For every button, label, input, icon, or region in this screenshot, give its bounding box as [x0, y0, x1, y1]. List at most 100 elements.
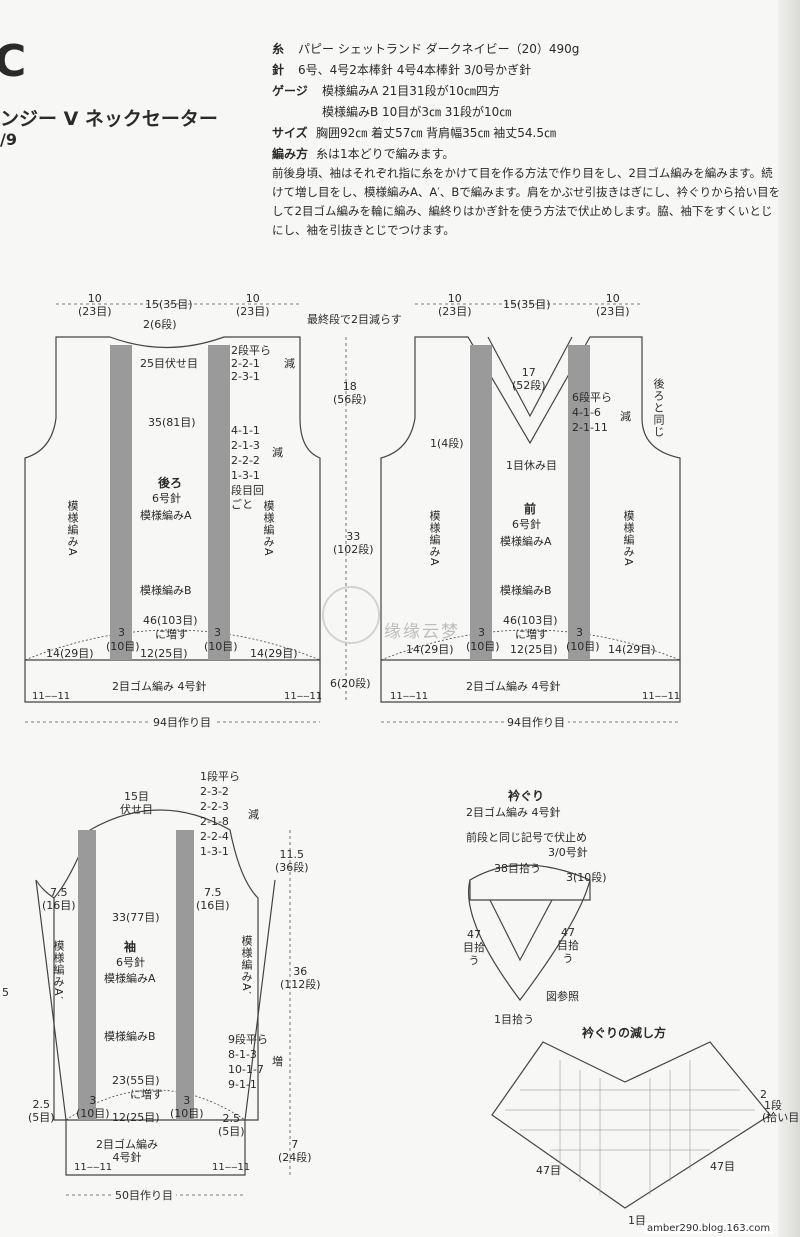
back-bottom-0: 14(29目)	[46, 647, 94, 660]
back-title: 後ろ	[158, 476, 183, 490]
front-needle: 6号針	[512, 518, 541, 531]
dim-cm: 3	[183, 1094, 191, 1107]
back-rib-mark-left: 11‒‒11	[32, 691, 71, 702]
back-rib: 2目ゴム編み 4号針	[112, 680, 207, 693]
back-pattern-right: 模様編みA	[262, 500, 275, 557]
front-v-start: 1(4段)	[430, 437, 464, 450]
back-bottom-6: 14(29目)	[250, 647, 298, 660]
sleeve-increase: 23(55目)	[112, 1074, 160, 1087]
page-gutter	[778, 0, 800, 1237]
front-v-dec-1: 4-1-6	[572, 406, 601, 419]
dim-sts: (23目)	[438, 305, 472, 318]
dim-sts: (23目)	[596, 305, 630, 318]
front-bottom-0: 14(29目)	[406, 643, 454, 656]
chart-left-count: 47目	[536, 1164, 561, 1177]
sleeve-bottom-1: 3(10目)	[76, 1094, 110, 1120]
spec-key: 糸	[272, 42, 285, 56]
back-arm-dec-0: 4-1-1	[231, 424, 260, 437]
dim-sts: (23目)	[236, 305, 270, 318]
height-rows: (24段)	[278, 1151, 312, 1164]
back-top-mid-dim: 15(35目)	[145, 298, 193, 311]
front-v-dec-0: 6段平ら	[572, 391, 612, 404]
dim-sts: (5目)	[28, 1111, 55, 1124]
back-increase: 46(103目)	[143, 614, 198, 627]
spec-key: ゲージ	[272, 84, 308, 98]
sleeve-width: 33(77目)	[112, 911, 160, 924]
dim-cm: 2.5	[32, 1098, 51, 1111]
front-bottom-6: 14(29目)	[608, 643, 656, 656]
dim-cm: 10	[245, 292, 260, 305]
spec-value: 胸囲92㎝ 着丈57㎝ 背肩幅35㎝ 袖丈54.5㎝	[316, 126, 556, 140]
page-subtitle: /9	[0, 130, 17, 149]
front-top-left-dim: 10(23目)	[438, 292, 472, 318]
back-pattern: 模様編みA	[140, 509, 192, 522]
back-needle: 6号針	[152, 492, 181, 505]
dim-cm: 2.5	[222, 1112, 241, 1125]
dim-sts: (23目)	[78, 305, 112, 318]
sleeve-pattern-b: 模様編みB	[104, 1030, 156, 1043]
sleeve-pattern-left: 模様編みA′	[52, 940, 65, 1001]
back-arm-dec-2: 2-2-2	[231, 454, 260, 467]
front-cast-on: 94目作り目	[504, 716, 568, 729]
spec-key: サイズ	[272, 126, 308, 140]
front-pattern-left: 模様編みA	[428, 510, 441, 567]
sleeve-cap-dec-5: 1-3-1	[200, 845, 229, 858]
sleeve-title: 袖	[124, 940, 137, 954]
back-increase2: に増す	[155, 628, 188, 641]
collar-note: 前段と同じ記号で伏止め	[466, 831, 587, 844]
spec-gauge-b: 模様編みB 10目が3㎝ 31段が10㎝	[272, 103, 511, 122]
dim-cm: 7.5	[204, 886, 222, 899]
height-cm: 17	[521, 366, 536, 379]
dim-cm: 10	[447, 292, 462, 305]
sleeve-cap-dec-2: 2-2-3	[200, 800, 229, 813]
back-arm-dec-1: 2-1-3	[231, 439, 260, 452]
footer-url: amber290.blog.163.com	[644, 1223, 774, 1234]
dim-cm: 3	[89, 1094, 97, 1107]
back-rib-mark-right: 11‒‒11	[284, 691, 323, 702]
front-same-as-back: 後ろと同じ	[652, 378, 665, 438]
sleeve-cuff-height: 7(24段)	[278, 1138, 312, 1164]
sleeve-bind-sts: 15目	[124, 790, 149, 803]
chart-center: 1目	[628, 1214, 646, 1227]
chart-right-mid: 1段	[764, 1099, 782, 1112]
collar-pick-left: 47目拾う	[463, 928, 485, 967]
front-bottom-1: 3	[478, 626, 485, 639]
sleeve-increase2: に増す	[130, 1088, 163, 1101]
section-letter: C	[0, 36, 27, 87]
height-rows: (102段)	[333, 543, 374, 556]
sleeve-bind-label: 伏せ目	[120, 803, 153, 816]
collar-pick-back: 38目拾う	[494, 862, 541, 875]
sleeve-left-margin: 5	[2, 986, 9, 999]
sleeve-bottom-4: 2.5(5目)	[218, 1112, 245, 1138]
spec-value: 糸は1本どりで編みます。	[316, 147, 455, 161]
collar-see-chart: 図参照	[546, 990, 579, 1003]
sleeve-rib-mark-left: 11‒‒11	[74, 1162, 113, 1173]
front-pattern-b: 模様編みB	[500, 584, 552, 597]
spec-key: 編み方	[272, 147, 309, 161]
height-armhole: 18(56段)	[333, 380, 367, 406]
height-cm: 33	[346, 530, 361, 543]
dim-sts: (16目)	[196, 899, 230, 912]
back-bottom-5: (10目)	[204, 640, 238, 653]
dim-sts: (5目)	[218, 1125, 245, 1138]
sleeve-cap-dec-1: 2-3-2	[200, 785, 229, 798]
rib-needle: 4号針	[112, 1151, 142, 1164]
collar-sub: 2目ゴム編み 4号針	[466, 806, 561, 819]
chart-right-bot: (拾い目)	[762, 1111, 800, 1124]
sleeve-pattern: 模様編みA	[104, 972, 156, 985]
dim-cm: 7.5	[50, 886, 68, 899]
back-bottom-4: 3	[214, 626, 221, 639]
height-rib: 6(20段)	[330, 677, 371, 690]
front-rib-mark-left: 11‒‒11	[390, 691, 429, 702]
chart-title: 衿ぐりの減し方	[582, 1026, 667, 1040]
back-bottom-1: 3	[118, 626, 125, 639]
dim-sts: (10目)	[170, 1107, 204, 1120]
chart-right-top: 2	[760, 1088, 767, 1101]
height-rows: (52段)	[512, 379, 546, 392]
page-title: ンジー V ネックセーター	[0, 108, 218, 130]
height-rows: (112段)	[280, 978, 321, 991]
back-bottom-2: (10目)	[106, 640, 140, 653]
